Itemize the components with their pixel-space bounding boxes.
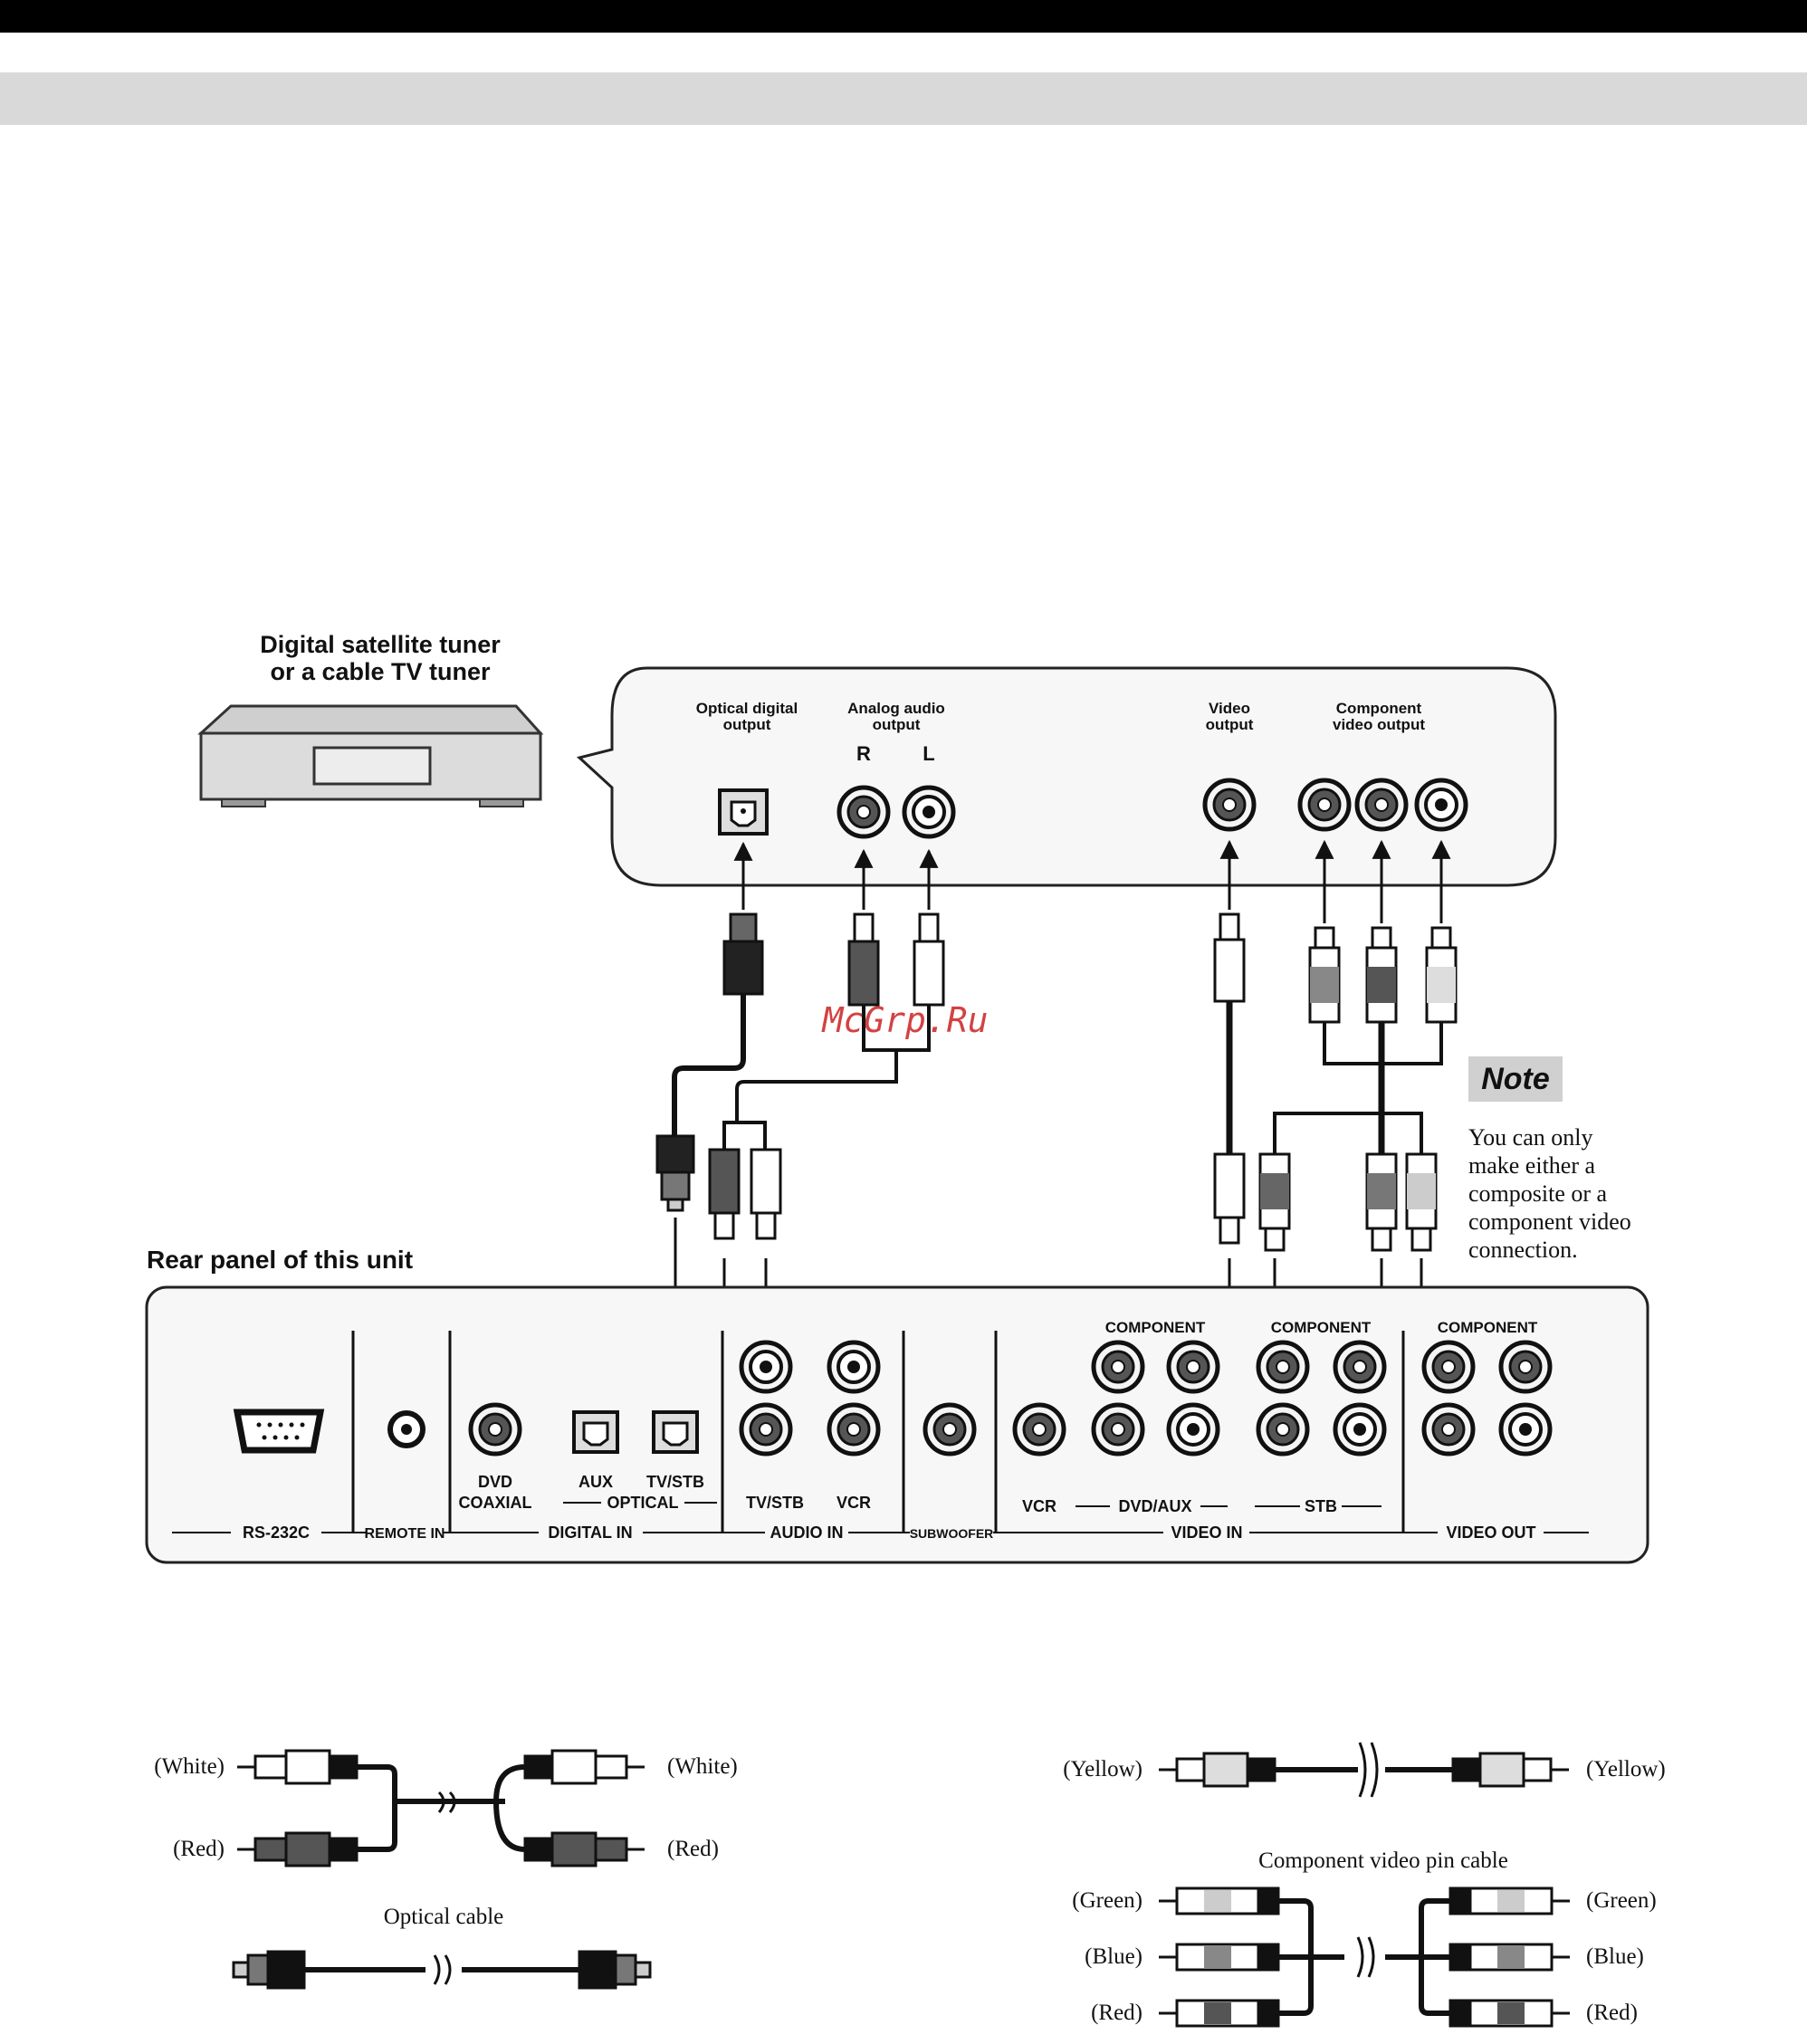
- red-right-label: (Red): [1586, 2001, 1638, 2025]
- analog-r-label: R: [856, 742, 871, 765]
- video-out-monitor-jack: [1424, 1405, 1473, 1454]
- vcr-audio-label: VCR: [837, 1494, 871, 1512]
- rear-panel-title: Rear panel of this unit: [147, 1246, 413, 1274]
- tuner-component-y-jack: [1300, 780, 1349, 829]
- tvstb-optical-jack: [652, 1410, 699, 1454]
- tuner-video-jack: [1205, 780, 1254, 829]
- stb-label: STB: [1305, 1497, 1337, 1515]
- subwoofer-label: SUBWOOFER: [910, 1526, 994, 1541]
- analog-output-label-2: output: [873, 716, 921, 733]
- audio-in-tvstb-l-jack: [741, 1342, 790, 1391]
- green-right-label: (Green): [1586, 1888, 1657, 1913]
- audio-in-vcr-r-jack: [829, 1405, 878, 1454]
- rs232c-port: [233, 1409, 325, 1454]
- video-out-component-pb-jack: [1501, 1342, 1550, 1391]
- audio-red-right-label: (Red): [667, 1837, 719, 1861]
- dvd-aux-video-jack: [1094, 1405, 1143, 1454]
- video-in-label: VIDEO IN: [1171, 1523, 1242, 1542]
- tuner-device-icon: [197, 704, 544, 807]
- yellow-left-label: (Yellow): [1063, 1757, 1143, 1781]
- video-out-component-y-jack: [1424, 1342, 1473, 1391]
- digital-in-label: DIGITAL IN: [548, 1523, 632, 1542]
- analog-l-label: L: [923, 742, 934, 765]
- component-label: COMPONENT: [1271, 1319, 1372, 1336]
- red-left-label: (Red): [1091, 2001, 1143, 2025]
- note-line: connection.: [1468, 1237, 1578, 1263]
- dvd-coaxial-jack: [471, 1405, 520, 1454]
- optical-cable-connection: [655, 841, 764, 1406]
- blue-left-label: (Blue): [1085, 1944, 1143, 1969]
- section-header-band: [0, 72, 1807, 125]
- tuner-title-line2: or a cable TV tuner: [270, 658, 491, 685]
- tvstb-optical-label: TV/STB: [646, 1473, 704, 1491]
- audio-in-label: AUDIO IN: [770, 1523, 844, 1542]
- audio-white-left-label: (White): [154, 1754, 225, 1779]
- vcr-video-label: VCR: [1022, 1497, 1056, 1515]
- optical-label: OPTICAL: [607, 1494, 679, 1512]
- rear-panel-dividers: [351, 1331, 1405, 1533]
- audio-pin-cable-illustration: [237, 1749, 645, 1867]
- stb-component-pb-jack: [1335, 1342, 1384, 1391]
- video-out-component-pr-jack: [1501, 1405, 1550, 1454]
- note-text: You can only make either a composite or …: [1468, 1124, 1631, 1263]
- dvd-label: DVD: [478, 1473, 512, 1491]
- aux-optical-jack: [572, 1410, 619, 1454]
- note-line: make either a: [1468, 1152, 1595, 1179]
- note-line: component video: [1468, 1208, 1631, 1235]
- remote-in-jack: [387, 1410, 425, 1448]
- optical-cable-title: Optical cable: [384, 1905, 504, 1929]
- tuner-analog-l-jack: [904, 788, 953, 836]
- audio-red-left-label: (Red): [173, 1837, 225, 1861]
- note-title: Note: [1481, 1062, 1550, 1096]
- note-line: composite or a: [1468, 1180, 1608, 1207]
- optical-cable-illustration: [232, 1950, 652, 1990]
- tvstb-audio-label: TV/STB: [746, 1494, 804, 1512]
- audio-in-vcr-l-jack: [829, 1342, 878, 1391]
- green-left-label: (Green): [1072, 1888, 1143, 1913]
- audio-white-right-label: (White): [667, 1754, 738, 1779]
- aux-label: AUX: [578, 1473, 613, 1491]
- stb-video-jack: [1258, 1405, 1307, 1454]
- video-output-label-1: Video: [1209, 700, 1250, 717]
- dvd-aux-component-y-jack: [1094, 1342, 1143, 1391]
- dvd-aux-component-pb-jack: [1169, 1342, 1218, 1391]
- component-cable-title: Component video pin cable: [1258, 1848, 1508, 1873]
- component-label: COMPONENT: [1105, 1319, 1206, 1336]
- stb-component-pr-jack: [1335, 1405, 1384, 1454]
- blue-right-label: (Blue): [1586, 1944, 1644, 1969]
- video-out-label: VIDEO OUT: [1446, 1523, 1535, 1542]
- component-cable-illustration: [1159, 1886, 1570, 2028]
- top-black-bar: [0, 0, 1807, 33]
- audio-in-tvstb-r-jack: [741, 1405, 790, 1454]
- component-cable-connection: [1258, 839, 1458, 1436]
- component-output-label-1: Component: [1336, 700, 1422, 717]
- optical-output-label-1: Optical digital: [696, 700, 798, 717]
- coaxial-label: COAXIAL: [459, 1494, 532, 1512]
- rs232c-label: RS-232C: [243, 1523, 310, 1542]
- watermark: McGrp.Ru: [820, 1000, 988, 1040]
- tuner-output-panel: [576, 666, 1557, 887]
- tuner-optical-jack: [718, 788, 769, 836]
- tuner-analog-r-jack: [839, 788, 888, 836]
- optical-output-label-2: output: [723, 716, 771, 733]
- video-pin-cable-illustration: [1159, 1742, 1569, 1798]
- dvd-aux-label: DVD/AUX: [1118, 1497, 1191, 1515]
- yellow-right-label: (Yellow): [1586, 1757, 1666, 1781]
- note-badge: [1468, 1056, 1563, 1102]
- video-cable-connection: [1213, 839, 1266, 1436]
- video-in-vcr-jack: [1015, 1405, 1064, 1454]
- component-label: COMPONENT: [1438, 1319, 1538, 1336]
- dvd-aux-component-pr-jack: [1169, 1405, 1218, 1454]
- stb-component-y-jack: [1258, 1342, 1307, 1391]
- remote-in-label: REMOTE IN: [365, 1526, 445, 1542]
- tuner-component-pb-jack: [1357, 780, 1406, 829]
- tuner-title-line1: Digital satellite tuner: [260, 631, 501, 658]
- tuner-component-pr-jack: [1417, 780, 1466, 829]
- component-output-label-2: video output: [1333, 716, 1425, 733]
- note-line: You can only: [1468, 1124, 1592, 1151]
- analog-output-label-1: Analog audio: [847, 700, 945, 717]
- subwoofer-jack: [925, 1405, 974, 1454]
- video-output-label-2: output: [1206, 716, 1254, 733]
